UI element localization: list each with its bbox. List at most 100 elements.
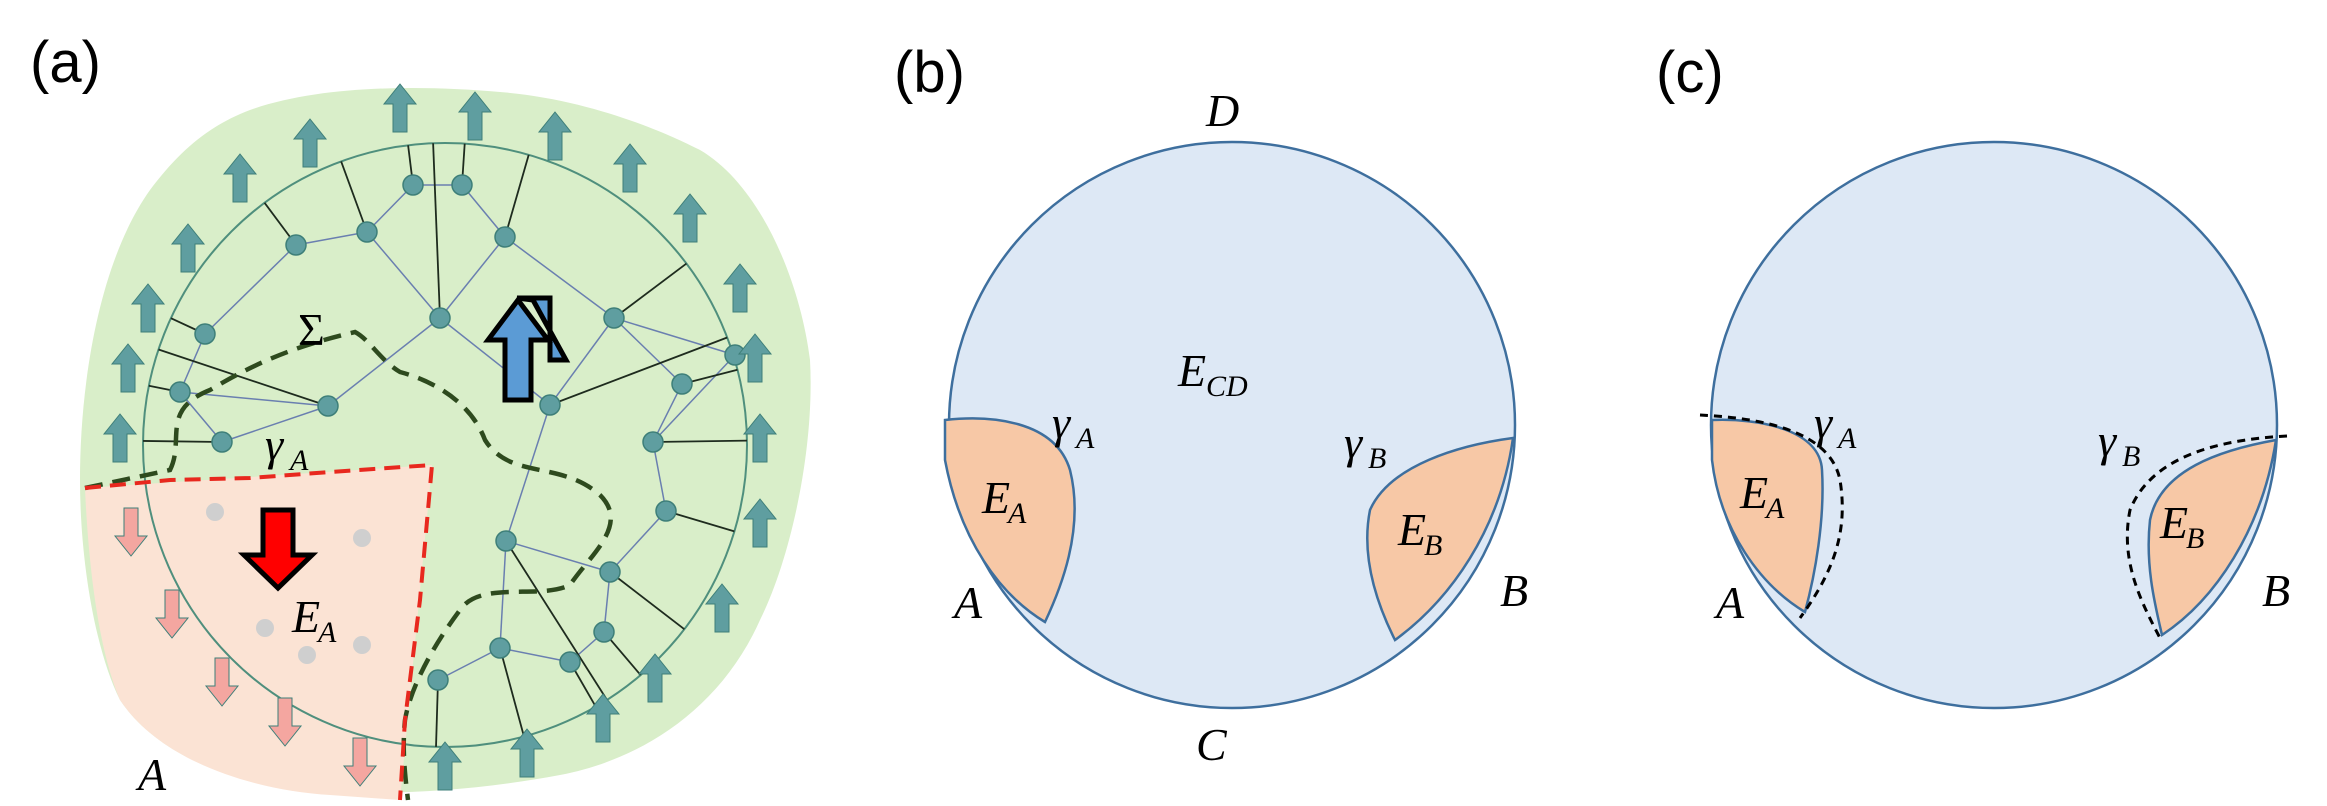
network-edge [437, 647, 501, 681]
network-leg [613, 262, 687, 319]
boundary-arrow-up [427, 741, 463, 791]
network-node [194, 323, 216, 345]
network-edge [499, 647, 571, 663]
boundary-arrow-up [110, 343, 146, 393]
gamma-b-label: γ [1344, 417, 1364, 468]
network-edge [652, 354, 736, 443]
gamma-a-label: γ [265, 419, 285, 470]
network-edge [505, 404, 551, 542]
network-leg [504, 154, 530, 238]
boundary-arrow-up [637, 653, 673, 703]
boundary-arrow-up [130, 283, 166, 333]
network-edge [461, 184, 506, 238]
network-edge [505, 540, 611, 573]
boundary-arrow-up [737, 333, 773, 383]
boundary-arrow-up [222, 153, 258, 203]
label-c: C [1196, 719, 1228, 770]
minimal-surface-sigma [84, 329, 614, 801]
wedge-ea-label: E [981, 472, 1010, 523]
boundary-arrow-up [457, 91, 493, 141]
network-node [356, 221, 378, 243]
network-node [495, 530, 517, 552]
boundary-arrow-down [113, 507, 149, 557]
network-leg [340, 161, 368, 233]
panel-b: (b) D C A B E CD γ A γ B E A E B [894, 40, 1528, 770]
boundary-arrow-up [382, 83, 418, 133]
bulk-arrow-up-shape [483, 295, 553, 403]
wedge-ecd-label: E [1177, 345, 1206, 396]
network-node [655, 500, 677, 522]
boundary-arrow-up [742, 413, 778, 463]
network-node-traced [206, 503, 224, 521]
network-node [211, 431, 233, 453]
boundary-arrow-up [722, 263, 758, 313]
network-node [671, 373, 693, 395]
network-node [642, 431, 664, 453]
network-node [429, 307, 451, 329]
network-node [599, 561, 621, 583]
wedge-ecd-sub: CD [1206, 370, 1248, 403]
network-node-traced [353, 636, 371, 654]
gamma-a-sub: A [1074, 422, 1095, 455]
boundary-arrow-up [585, 693, 621, 743]
bulk-arrow-up [516, 295, 571, 363]
bulk-arrow-down [237, 507, 319, 592]
wedge-eb-sub: B [2186, 522, 2204, 555]
wedge-ea [943, 417, 1076, 624]
network-node [427, 669, 449, 691]
network-edge [366, 231, 441, 319]
network-leg [665, 510, 735, 533]
panel-label-a: (a) [30, 30, 101, 95]
network-leg [499, 647, 525, 737]
network-node-traced [256, 619, 274, 637]
network-edge [549, 317, 615, 406]
panel-a: (a) Σ γ A E A A [30, 30, 811, 801]
gamma-a-label: γ [1052, 397, 1072, 448]
network-edge [609, 510, 667, 573]
network-edge [179, 391, 223, 443]
network-edge [504, 236, 615, 319]
boundary-arrow-up [742, 498, 778, 548]
network-edge [204, 244, 297, 335]
network-leg [609, 571, 685, 630]
panel-label-c: (c) [1656, 40, 1724, 105]
network-node-traced [353, 529, 371, 547]
gamma-b-label: γ [2098, 415, 2118, 466]
label-d: D [1205, 85, 1239, 136]
network-edge [613, 317, 736, 356]
network-leg [143, 440, 223, 443]
wedge-eb [1366, 436, 1515, 642]
network-leg [549, 336, 728, 406]
network-edge [499, 540, 507, 649]
boundary-arrow-up [102, 413, 138, 463]
gamma-a-label: γ [1814, 397, 1834, 448]
bulk-disk [1709, 140, 2279, 710]
wedge-a-label: E [291, 591, 320, 642]
boundary-arrow-down [342, 737, 378, 787]
network-edge [439, 236, 506, 319]
bulk-disk [947, 140, 1517, 710]
network-edge [327, 317, 441, 407]
network-node [402, 174, 424, 196]
network-node [559, 651, 581, 673]
network-node [539, 394, 561, 416]
boundary-arrow-up [292, 118, 328, 168]
cut-line [84, 462, 435, 801]
gamma-a-sub: A [288, 444, 309, 477]
network-node [603, 307, 625, 329]
network-leg [435, 679, 439, 747]
network-edge [221, 405, 329, 443]
wedge-eb-label: E [1397, 504, 1426, 555]
panel-label-b: (b) [894, 40, 965, 105]
dashed-curve-b [2125, 434, 2288, 639]
boundary-arrow-down [204, 657, 240, 707]
boundary-arrow-down [267, 697, 303, 747]
boundary-arrow-up [509, 728, 545, 778]
wedge-eb-label: E [2159, 497, 2188, 548]
panel-c: (c) A B γ A γ B E A E B [1656, 40, 2290, 710]
network-leg [432, 143, 441, 319]
network-node-traced [298, 646, 316, 664]
label-b: B [1500, 565, 1528, 616]
boundary-arrow-up [672, 193, 708, 243]
